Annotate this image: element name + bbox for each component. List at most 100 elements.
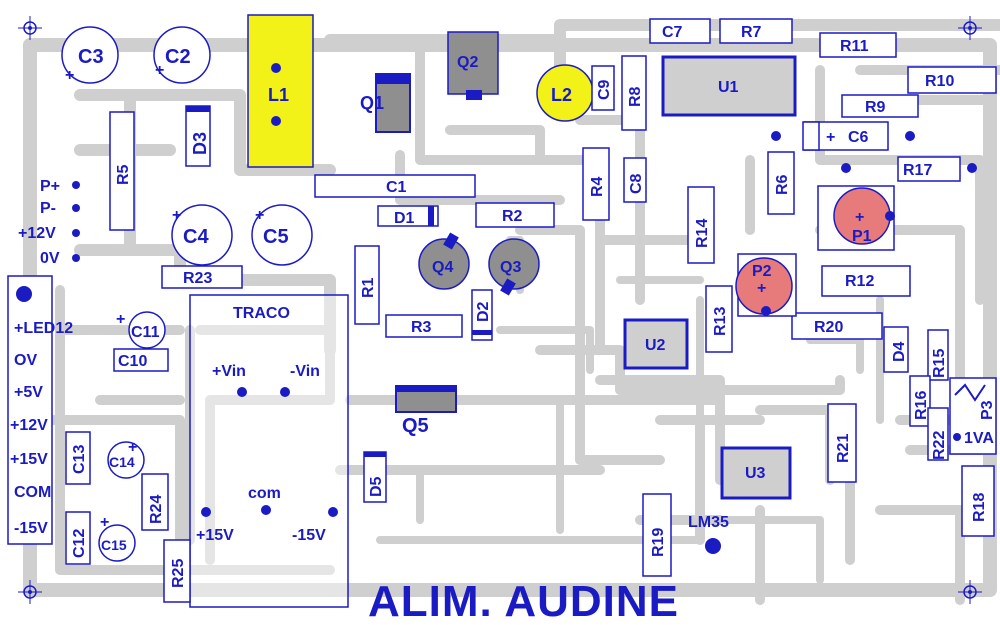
svg-text:+Vin: +Vin	[212, 363, 246, 380]
ic-u1: U1	[661, 55, 797, 117]
resistor-r19: R19	[642, 493, 672, 577]
svg-text:TRACO: TRACO	[233, 305, 290, 322]
resistor-r2: R2	[475, 202, 555, 228]
svg-text:-Vin: -Vin	[290, 363, 320, 380]
svg-text:P-: P-	[40, 200, 56, 217]
transistor-q2: Q2	[447, 31, 499, 100]
svg-text:R16: R16	[913, 391, 930, 420]
svg-text:C13: C13	[71, 445, 88, 474]
diode-d5: D5	[363, 451, 387, 503]
svg-text:0V: 0V	[40, 250, 60, 267]
svg-text:com: com	[248, 485, 281, 502]
resistor-r13: R13	[705, 285, 733, 353]
resistor-r8: R8	[621, 55, 647, 131]
svg-text:C1: C1	[386, 179, 407, 196]
svg-text:R23: R23	[183, 270, 212, 287]
mounting-hole-bottom-left	[18, 580, 42, 604]
resistor-r11: R11	[819, 32, 897, 58]
svg-text:+LED12: +LED12	[14, 320, 73, 337]
capacitor-c8: C8	[623, 157, 647, 203]
capacitor-c9: C9	[591, 65, 615, 111]
transistor-q3: Q3	[488, 238, 540, 296]
svg-text:-15V: -15V	[14, 520, 48, 537]
capacitor-c3: C3+	[61, 26, 119, 84]
mounting-hole-bottom-right	[958, 580, 982, 604]
resistor-r3: R3	[385, 314, 463, 338]
resistor-r22: R22	[927, 407, 949, 461]
svg-text:P3: P3	[979, 400, 996, 420]
svg-text:R10: R10	[925, 73, 954, 90]
svg-text:R1: R1	[360, 277, 377, 298]
svg-text:C11: C11	[131, 324, 160, 341]
svg-text:D2: D2	[475, 301, 492, 322]
resistor-r5: R5	[109, 111, 135, 231]
svg-text:R17: R17	[903, 162, 932, 179]
svg-text:C2: C2	[165, 46, 191, 68]
resistor-r14: R14	[687, 186, 715, 264]
resistor-r9: R9	[841, 94, 919, 118]
svg-text:+12V: +12V	[18, 225, 56, 242]
svg-text:Q2: Q2	[457, 54, 478, 71]
resistor-r12: R12	[821, 265, 911, 297]
svg-text:+: +	[128, 439, 137, 456]
diode-d4: D4	[883, 326, 909, 373]
traco-module: TRACO +Vin -Vin com +15V -15V	[189, 294, 349, 608]
svg-text:C8: C8	[628, 173, 645, 194]
svg-text:OV: OV	[14, 352, 37, 369]
svg-text:R21: R21	[835, 434, 852, 463]
resistor-r18: R18	[961, 465, 995, 537]
resistor-r24: R24	[141, 473, 169, 531]
svg-text:D4: D4	[891, 341, 908, 362]
capacitor-c4: C4+	[171, 204, 233, 266]
svg-text:R15: R15	[931, 349, 948, 378]
svg-text:R13: R13	[712, 307, 729, 336]
capacitor-c2: C2+	[153, 26, 211, 84]
connector-power-input: P+ P- +12V 0V	[18, 178, 80, 267]
svg-text:R9: R9	[865, 99, 886, 116]
svg-text:R7: R7	[741, 24, 762, 41]
inductor-l1: L1	[247, 14, 314, 168]
connector-outputs: +LED12 OV +5V +12V +15V COM -15V	[7, 275, 73, 545]
capacitor-c15: C15+	[98, 514, 136, 562]
ic-u2: U2	[623, 318, 689, 370]
capacitor-c12: C12	[65, 511, 91, 565]
svg-text:Q1: Q1	[360, 93, 384, 113]
capacitor-c14: C14+	[107, 439, 145, 479]
svg-text:R20: R20	[814, 319, 843, 336]
svg-text:C4: C4	[183, 226, 209, 248]
svg-text:D3: D3	[190, 132, 210, 155]
svg-text:P2: P2	[752, 263, 772, 280]
svg-text:C7: C7	[662, 24, 683, 41]
svg-text:Q3: Q3	[500, 259, 521, 276]
svg-text:C10: C10	[118, 353, 147, 370]
svg-text:D5: D5	[368, 476, 385, 497]
svg-text:L1: L1	[268, 85, 289, 105]
svg-text:U3: U3	[745, 465, 766, 482]
diode-d3: D3	[185, 105, 211, 167]
svg-text:R19: R19	[650, 528, 667, 557]
resistor-r1: R1	[354, 245, 380, 325]
resistor-r25: R25	[163, 539, 191, 603]
resistor-r7: R7	[719, 18, 793, 44]
ic-u3: U3	[720, 446, 792, 500]
svg-text:+12V: +12V	[10, 417, 48, 434]
mounting-hole-top-right	[958, 16, 982, 40]
diode-d2: D2	[471, 289, 493, 341]
trimmer-p1: P1+	[817, 185, 895, 251]
transistor-q5: Q5	[395, 385, 457, 437]
resistor-r23: R23	[161, 265, 243, 289]
svg-text:R18: R18	[971, 493, 988, 522]
capacitor-c6: +C6	[771, 121, 915, 151]
svg-text:D1: D1	[394, 210, 415, 227]
svg-text:Q4: Q4	[432, 259, 453, 276]
svg-text:P+: P+	[40, 178, 60, 195]
svg-text:R12: R12	[845, 273, 874, 290]
resistor-r17: R17	[841, 156, 977, 182]
svg-text:R6: R6	[774, 174, 791, 195]
svg-text:R4: R4	[589, 176, 606, 197]
transistor-q1: Q1	[360, 73, 411, 133]
svg-text:+: +	[757, 280, 766, 297]
trimmer-p2: P2+	[735, 253, 797, 317]
